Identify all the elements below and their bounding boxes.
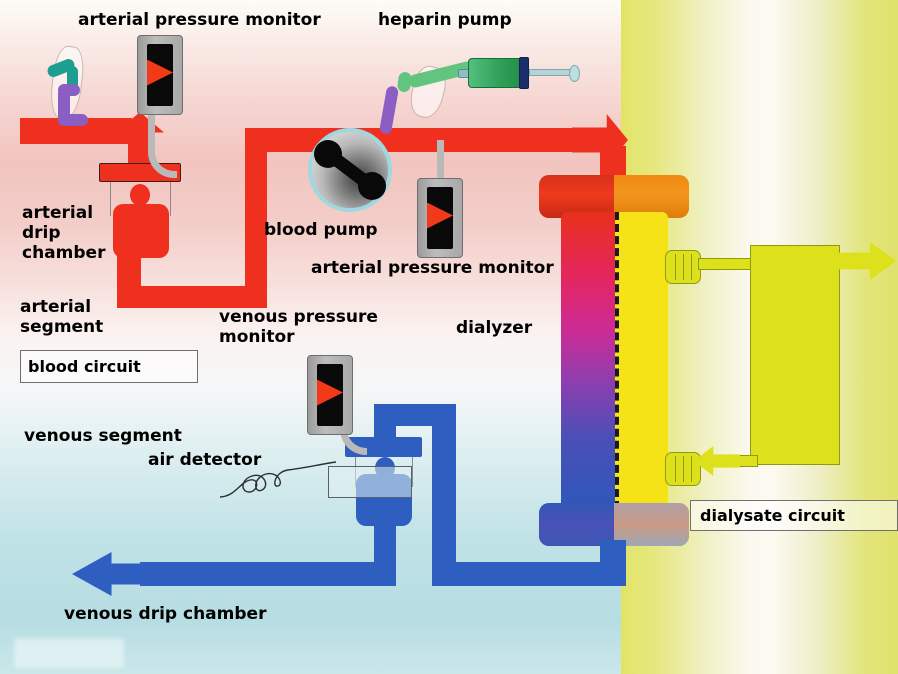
dialyzer-semipermeable-membrane (614, 212, 619, 509)
air-detector[interactable] (328, 466, 412, 498)
arterial-drip-chamber-body (113, 204, 169, 258)
dialyzer-bottom-cap (539, 503, 689, 546)
arterial-drip-chamber-wall-right (170, 182, 171, 216)
venous-riser (432, 404, 456, 586)
arterial-pressure-monitor-mid-tube (437, 140, 444, 180)
label-venous-segment: venous segment (24, 426, 182, 446)
arterial-pressure-monitor-mid[interactable] (417, 178, 463, 258)
label-air-detector: air detector (148, 450, 262, 470)
label-dialysate-circuit: dialysate circuit (690, 500, 898, 531)
venous-drip-chamber-wall-right (412, 457, 413, 487)
arterial-pressure-monitor-top-tube (148, 103, 177, 178)
arterial-pressure-monitor-top[interactable] (137, 35, 183, 115)
label-dialyzer: dialyzer (456, 318, 533, 338)
label-heparin-pump: heparin pump (378, 10, 512, 30)
dialyzer-dialysate-compartment (614, 212, 668, 509)
venous-chamber-feed (374, 404, 396, 444)
heparin-syringe-plunger-knob[interactable] (569, 65, 580, 82)
label-blood-pump: blood pump (264, 220, 378, 240)
arterial-drip-droplet (130, 184, 150, 206)
venous-return-run (432, 562, 626, 586)
monitor-screen (427, 187, 453, 249)
blood-pump[interactable] (308, 128, 392, 212)
dialysate-circuit-module[interactable] (750, 245, 840, 465)
dialysate-top-pipe (698, 258, 758, 270)
air-detector-cable-icon (219, 461, 337, 498)
label-blood-circuit: blood circuit (20, 350, 198, 383)
dialyzer-top-cap (539, 175, 689, 218)
arterial-bottom-line (117, 286, 267, 308)
dialyzer[interactable] (561, 212, 668, 509)
label-arterial-segment: arterial segment (20, 297, 104, 338)
blood-pump-roller-top (314, 140, 342, 168)
venous-outlet-line (140, 562, 396, 586)
arterial-to-dialyzer-line (245, 128, 585, 152)
arterial-riser-line (245, 128, 267, 308)
monitor-indicator-icon (147, 59, 173, 86)
dialyzer-top-cap-dialysate-side (614, 175, 689, 218)
arterial-drip-chamber-wall-left (110, 182, 111, 216)
label-venous-drip-chamber: venous drip chamber (64, 604, 267, 624)
label-arterial-pressure-monitor-mid: arterial pressure monitor (311, 258, 554, 278)
dialysate-outlet-port (665, 250, 701, 284)
venous-pressure-monitor[interactable] (307, 355, 353, 435)
dialyzer-bottom-cap-blood-side (539, 503, 614, 546)
label-venous-pressure-monitor: venous pressure monitor (219, 307, 378, 348)
heparin-syringe-flange (519, 57, 529, 89)
dialyzer-top-cap-blood-side (539, 175, 614, 218)
dialysate-inlet-port (665, 452, 701, 486)
label-arterial-pressure-monitor-top: arterial pressure monitor (78, 10, 321, 30)
monitor-indicator-icon (427, 202, 453, 229)
arterial-needle-purple-foot (58, 114, 88, 126)
dialyzer-bottom-cap-dialysate-side (614, 503, 689, 546)
monitor-indicator-icon (317, 379, 343, 406)
label-arterial-drip-chamber: arterial drip chamber (22, 203, 106, 264)
heparin-syringe-barrel[interactable] (468, 58, 528, 88)
monitor-screen (317, 364, 343, 426)
blood-pump-roller-bottom (358, 172, 386, 200)
dialyzer-blood-compartment (561, 212, 615, 509)
arterial-needle-teal-neck (67, 66, 78, 90)
watermark (14, 638, 124, 668)
monitor-screen (147, 44, 173, 106)
